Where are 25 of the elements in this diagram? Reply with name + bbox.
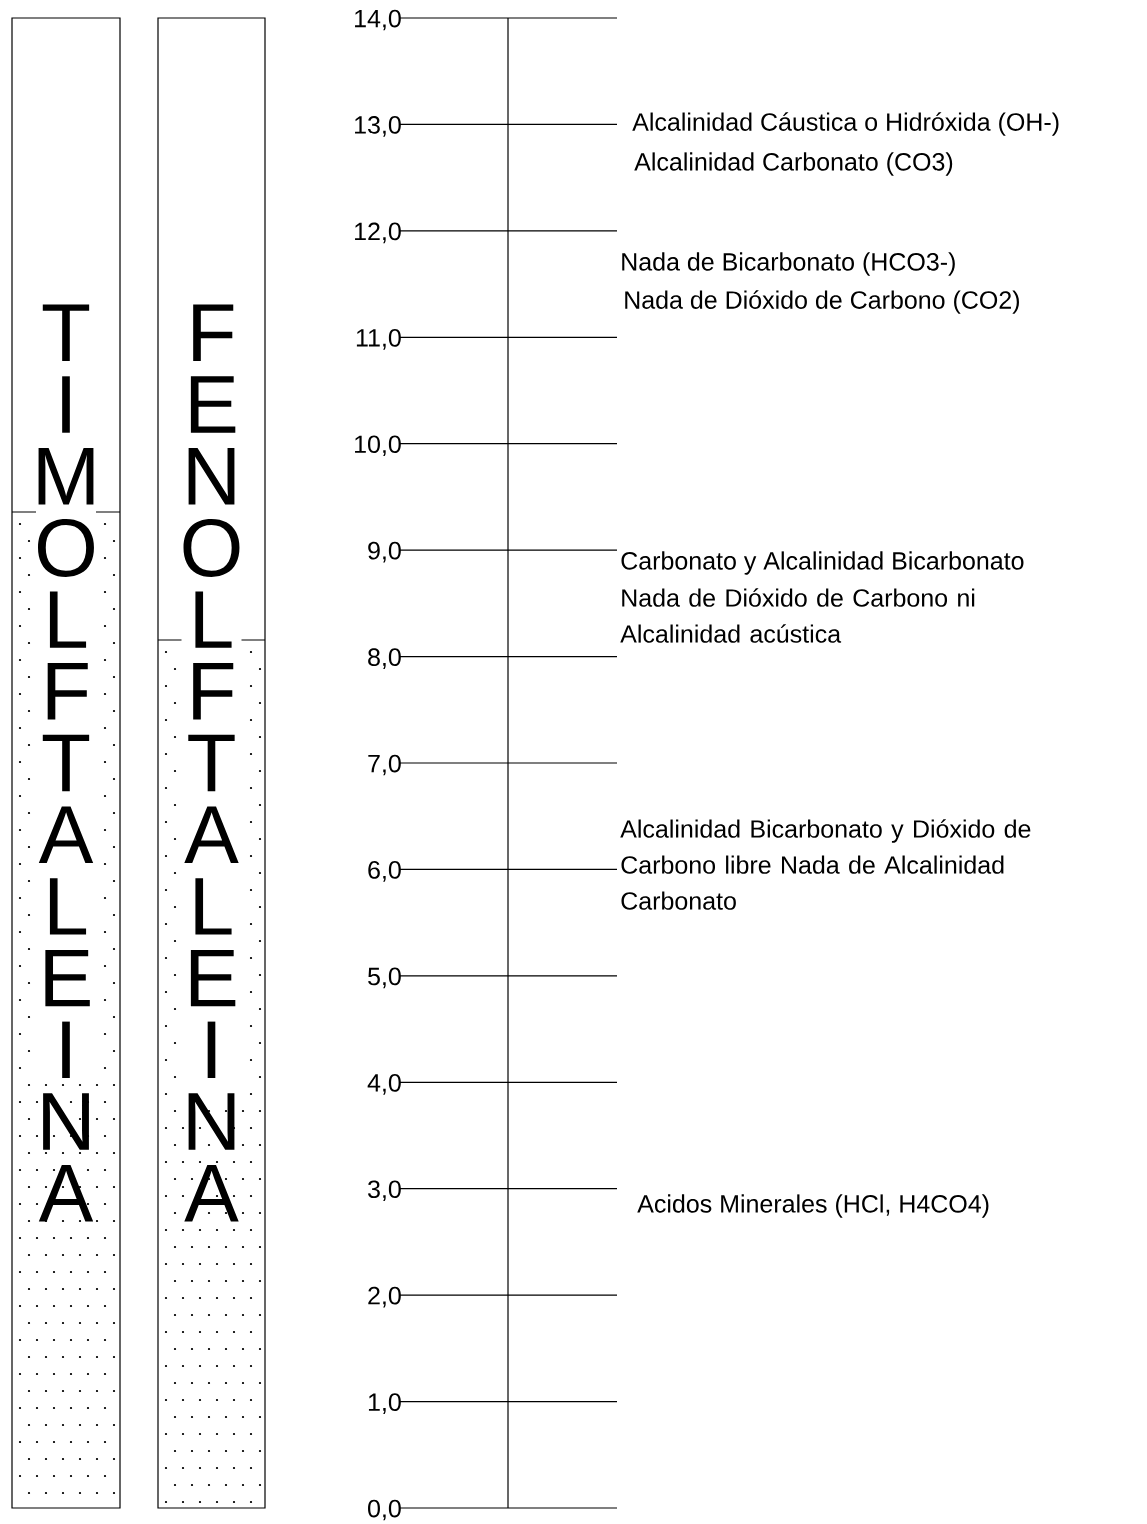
indicator-column: FENOLFTALEINA xyxy=(157,17,266,1509)
tick-label: 9,0 xyxy=(368,541,401,563)
tick-label: 11,0 xyxy=(356,329,401,350)
annotation-text: Acidos Minerales (HCl, H4CO4) xyxy=(637,1194,989,1218)
annotation-text: Carbonato y Alcalinidad Bicarbonato xyxy=(621,551,1024,575)
annotation-text: Alcalinidad Bicarbonato y Dióxido de Carbono libre Nada de Alcalinidad Carbonato xyxy=(620,819,1031,910)
annotation-text: Nada de Dióxido de Carbono ni Alcalinidad acústica xyxy=(620,588,975,643)
tick-label: 5,0 xyxy=(368,967,401,989)
tick-label: 14,0 xyxy=(355,9,401,31)
annotation-text: Nada de Bicarbonato (HCO3-) xyxy=(622,252,955,276)
tick-label: 8,0 xyxy=(368,648,401,669)
tick-label: 4,0 xyxy=(367,1074,401,1095)
tick-label: 7,0 xyxy=(368,754,401,776)
tick-label: 0,0 xyxy=(368,1499,401,1521)
tick-label: 2,0 xyxy=(368,1286,401,1308)
tick-label: 6,0 xyxy=(368,861,401,882)
tick-label: 3,0 xyxy=(368,1180,401,1202)
tick-label: 1,0 xyxy=(368,1393,401,1414)
tick-label: 12,0 xyxy=(355,222,401,244)
tick-label: 10,0 xyxy=(355,435,401,457)
annotation-text: Alcalinidad Cáustica o Hidróxida (OH-) xyxy=(632,112,1059,136)
annotation-text: Alcalinidad Carbonato (CO3) xyxy=(634,152,953,176)
tick-label: 13,0 xyxy=(355,116,401,137)
annotation-text: Nada de Dióxido de Carbono (CO2) xyxy=(625,290,1019,314)
indicator-column: TIMOLFTALEINA xyxy=(11,17,121,1509)
